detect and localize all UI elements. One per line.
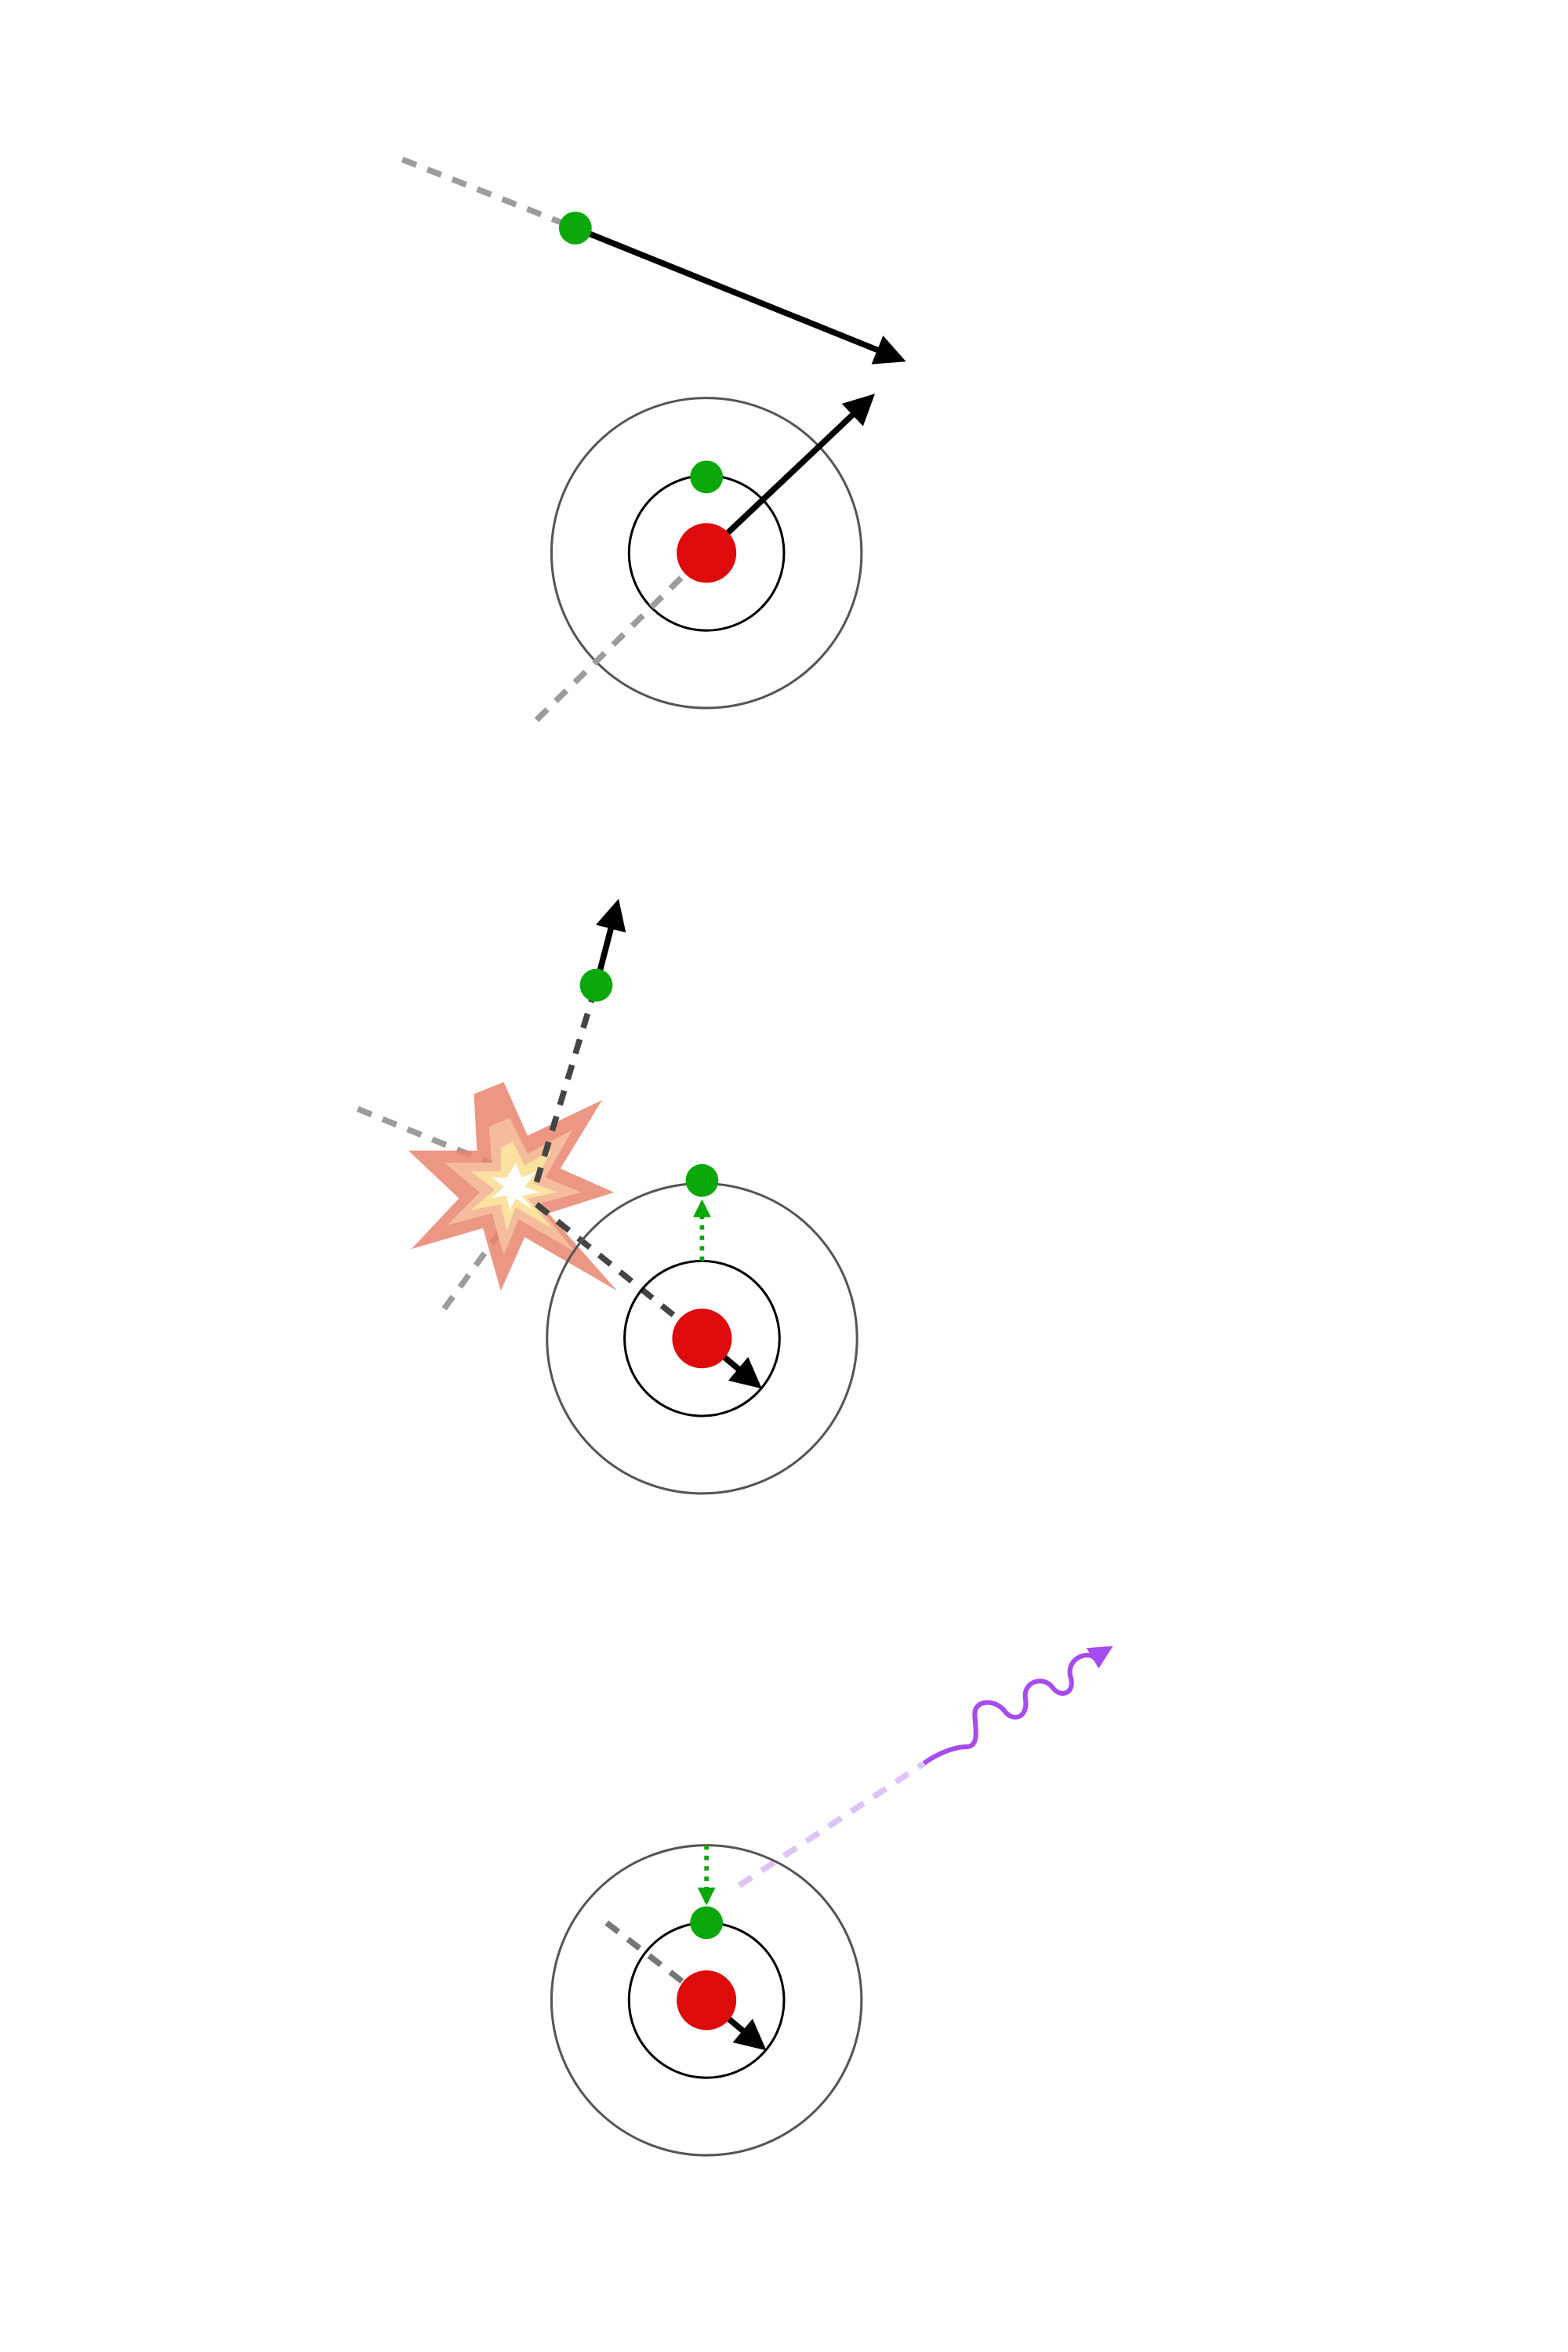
- incoming-electron: [558, 211, 592, 245]
- incoming-electron-trail: [401, 156, 577, 231]
- atom-outgoing-trail: [535, 1202, 702, 1340]
- atom-2: [546, 1163, 858, 1495]
- bound-electron: [690, 460, 724, 494]
- collision-burst-icon: [408, 1082, 618, 1291]
- incoming-electron-momentum-arrow: [574, 225, 906, 365]
- atom-trail: [604, 1920, 709, 2003]
- atom-1: [534, 394, 876, 722]
- scattered-electron: [579, 968, 613, 1002]
- nucleus: [677, 523, 737, 583]
- photon-trail: [737, 1760, 926, 1889]
- atom-momentum-arrow: [704, 394, 876, 556]
- electron-outgoing-trail: [533, 984, 600, 1183]
- ground-state-electron: [690, 1906, 724, 1940]
- atom-3: [550, 1844, 863, 2157]
- atom-trail: [534, 550, 709, 722]
- photon-wave-icon: [922, 1646, 1113, 1766]
- outer-shell: [550, 397, 863, 710]
- panel-collision: [356, 898, 858, 1495]
- panel-emission: [550, 1646, 1113, 2157]
- nucleus: [677, 1970, 737, 2031]
- excited-electron: [685, 1163, 719, 1197]
- nucleus: [672, 1308, 732, 1369]
- panel-approach: [401, 156, 906, 722]
